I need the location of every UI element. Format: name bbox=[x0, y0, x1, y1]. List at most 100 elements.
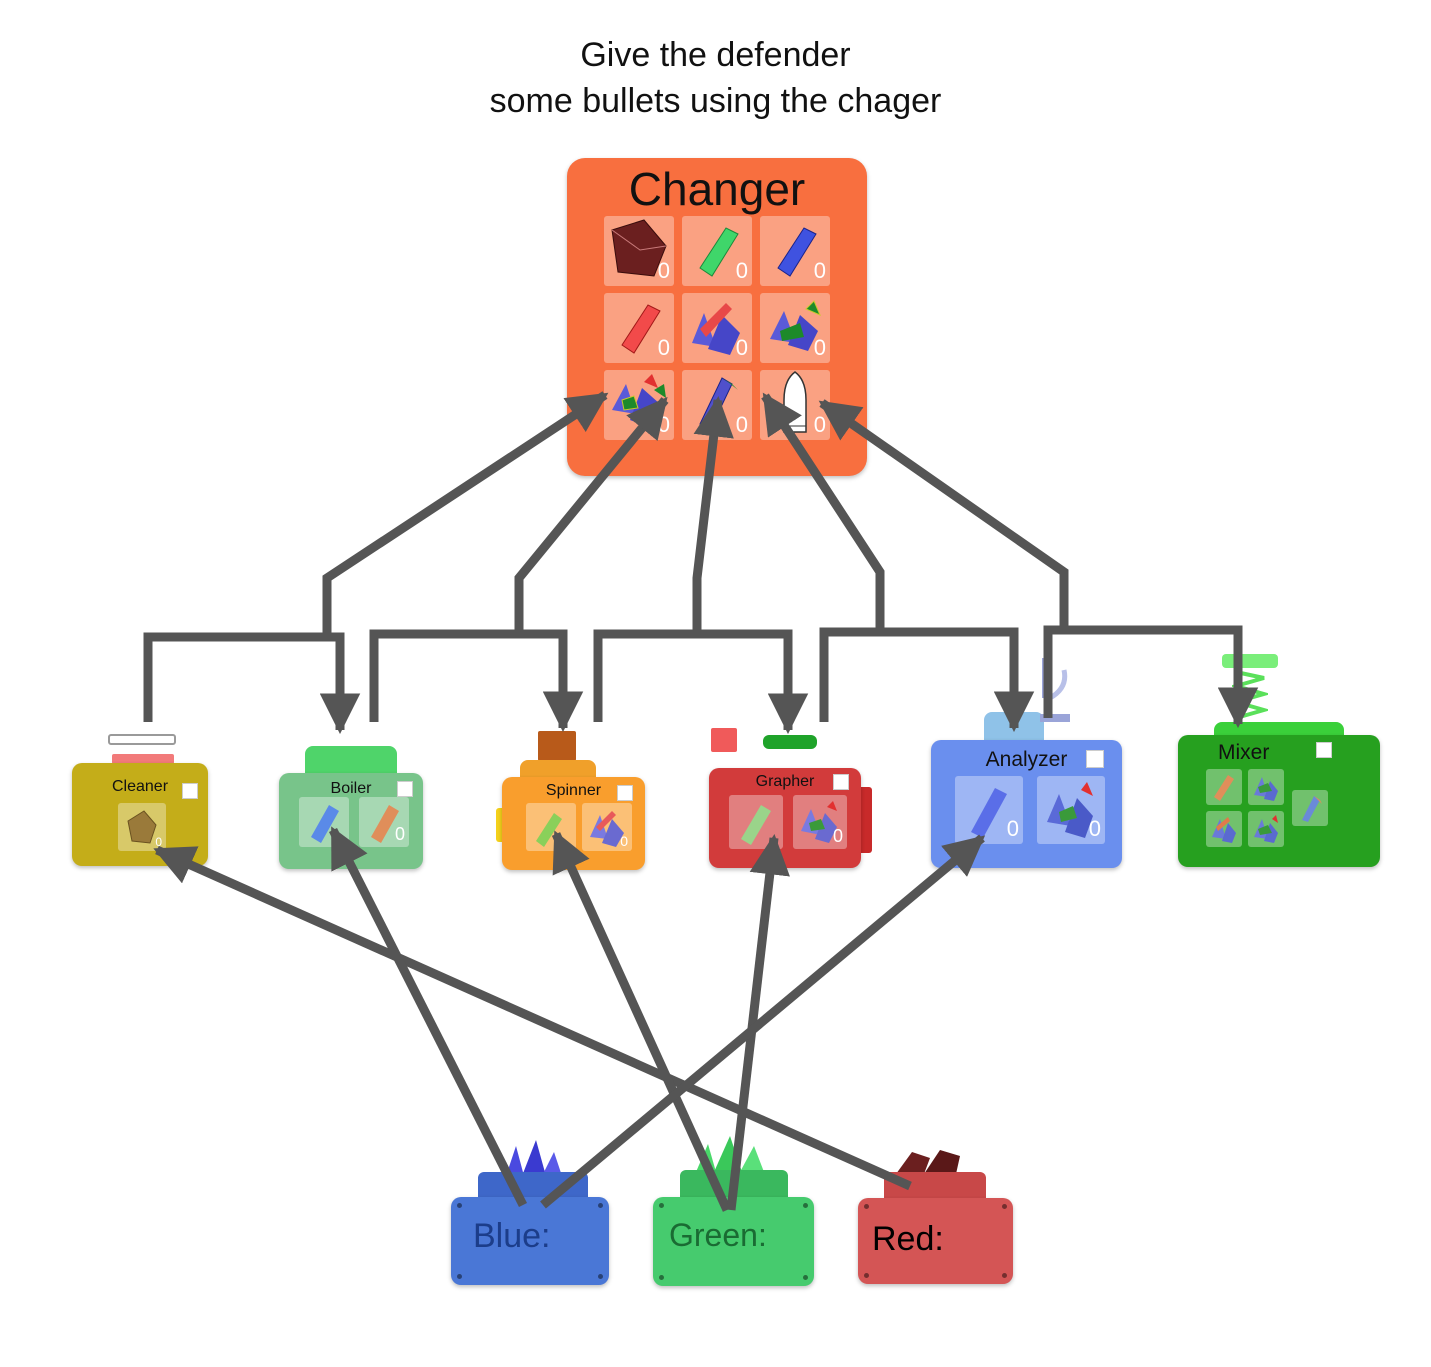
changer-machine[interactable]: Changer 0 0 0 0 0 0 0 bbox=[567, 158, 867, 476]
arrow-spinner-to-grapher bbox=[593, 629, 809, 735]
slot-count: 0 bbox=[394, 824, 405, 844]
slot-count: 0 bbox=[657, 335, 670, 360]
screw bbox=[598, 1274, 603, 1279]
red-blue-cluster-icon bbox=[692, 303, 740, 355]
brown-crystal-icon bbox=[127, 810, 157, 844]
cleaner-machine[interactable]: Cleaner 0 bbox=[72, 763, 208, 866]
cleaner-title: Cleaner bbox=[111, 778, 169, 795]
screw bbox=[1002, 1204, 1007, 1209]
green-crystal-icon bbox=[699, 227, 739, 277]
title-line-2: some bullets using the chager bbox=[489, 82, 942, 120]
boiler-slot-2[interactable]: 0 bbox=[359, 797, 409, 847]
mixer-top-decoration bbox=[1222, 654, 1278, 668]
analyzer-slot-2[interactable]: 0 bbox=[1037, 776, 1105, 844]
analyzer-top-decoration bbox=[984, 712, 1044, 740]
cleaner-top-decoration bbox=[112, 754, 174, 764]
changer-slot-1[interactable]: 0 bbox=[604, 216, 674, 286]
cleaner-slot[interactable]: 0 bbox=[118, 803, 166, 851]
title-line-1: Give the defender bbox=[580, 36, 851, 74]
changer-slot-2[interactable]: 0 bbox=[682, 216, 752, 286]
grapher-slot-1[interactable] bbox=[729, 795, 783, 849]
analyzer-machine[interactable]: Analyzer 0 0 bbox=[931, 740, 1122, 868]
slot-count: 0 bbox=[813, 258, 826, 283]
boiler-checkbox[interactable] bbox=[397, 781, 413, 797]
changer-slot-4[interactable]: 0 bbox=[604, 293, 674, 363]
arrow-red-to-cleaner bbox=[153, 845, 912, 1191]
mixer-slot-3[interactable] bbox=[1206, 811, 1242, 847]
spinner-slot-1[interactable] bbox=[526, 803, 576, 851]
arrow-analyzer-to-mixer bbox=[1043, 625, 1259, 729]
slot-count: 0 bbox=[832, 826, 843, 846]
slot-count: 0 bbox=[1088, 816, 1101, 841]
grapher-slot-2[interactable]: 0 bbox=[793, 795, 847, 849]
red-source-label: Red: bbox=[872, 1220, 944, 1258]
screw bbox=[659, 1275, 664, 1280]
mixer-slot-1[interactable] bbox=[1206, 769, 1242, 805]
slot-count: 0 bbox=[657, 412, 670, 437]
spinner-slot-2[interactable]: 0 bbox=[582, 803, 632, 851]
spinner-top-decoration bbox=[520, 760, 596, 782]
red-crystal-icon bbox=[621, 304, 661, 354]
slot-count: 0 bbox=[735, 412, 748, 437]
slot-count: 0 bbox=[813, 412, 826, 437]
red-source[interactable]: Red: bbox=[858, 1198, 1013, 1284]
blue-orange-crystal-icon bbox=[1302, 796, 1322, 822]
mixer-output-slot[interactable] bbox=[1292, 790, 1328, 826]
cleaner-checkbox[interactable] bbox=[182, 783, 198, 799]
slot-count: 0 bbox=[620, 833, 628, 849]
changer-slot-8[interactable]: 0 bbox=[682, 370, 752, 440]
slot-count: 0 bbox=[155, 835, 162, 849]
spinner-checkbox[interactable] bbox=[617, 785, 633, 801]
screw bbox=[457, 1274, 462, 1279]
screw bbox=[659, 1203, 664, 1208]
green-source-top bbox=[680, 1170, 788, 1200]
green-source[interactable]: Green: bbox=[653, 1197, 814, 1286]
blue-crystal-icon bbox=[971, 788, 1007, 838]
analyzer-title: Analyzer bbox=[985, 748, 1068, 771]
cleaner-top-decoration bbox=[108, 734, 176, 745]
orange-crystal-icon bbox=[1214, 775, 1234, 801]
red-blue-cluster-icon bbox=[1212, 817, 1236, 843]
changer-title: Changer bbox=[628, 163, 806, 215]
mixer-slot-2[interactable] bbox=[1248, 769, 1284, 805]
analyzer-checkbox[interactable] bbox=[1086, 750, 1104, 768]
arrow-cleaner-to-boiler bbox=[143, 632, 361, 735]
mixer-title: Mixer bbox=[1218, 741, 1270, 764]
screw bbox=[803, 1203, 808, 1208]
screw bbox=[457, 1203, 462, 1208]
analyzer-slot-1[interactable]: 0 bbox=[955, 776, 1023, 844]
spring-icon bbox=[1228, 668, 1272, 724]
grapher-checkbox[interactable] bbox=[833, 774, 849, 790]
changer-slot-7[interactable]: 0 bbox=[604, 370, 674, 440]
boiler-title: Boiler bbox=[330, 780, 372, 797]
arrow-to-changer-1 bbox=[322, 391, 609, 637]
spinner-machine[interactable]: Spinner 0 bbox=[502, 777, 645, 870]
changer-slot-6[interactable]: 0 bbox=[760, 293, 830, 363]
mixer-machine[interactable]: Mixer bbox=[1178, 735, 1380, 867]
mixer-slot-4[interactable] bbox=[1248, 811, 1284, 847]
red-source-top bbox=[884, 1172, 986, 1200]
mixer-checkbox[interactable] bbox=[1316, 742, 1332, 758]
changer-slot-3[interactable]: 0 bbox=[760, 216, 830, 286]
boiler-top-decoration bbox=[305, 746, 397, 774]
blue-crystal-icon bbox=[311, 805, 339, 843]
slot-count: 0 bbox=[735, 258, 748, 283]
green-crystal-icon bbox=[536, 813, 562, 847]
slot-count: 0 bbox=[735, 335, 748, 360]
blue-source[interactable]: Blue: bbox=[451, 1197, 609, 1285]
boiler-slot-1[interactable] bbox=[299, 797, 349, 847]
screw bbox=[803, 1275, 808, 1280]
arrow-blue-to-boiler bbox=[328, 826, 528, 1208]
grapher-machine[interactable]: Grapher 0 bbox=[709, 768, 861, 868]
blue-green-cluster-icon bbox=[770, 300, 821, 351]
grapher-top-decoration bbox=[763, 735, 817, 749]
dark-red-crystal-icon bbox=[611, 219, 667, 277]
green-crystals-icon bbox=[690, 1134, 782, 1174]
slot-count: 0 bbox=[813, 335, 826, 360]
spinner-top-decoration bbox=[538, 731, 576, 761]
changer-slot-5[interactable]: 0 bbox=[682, 293, 752, 363]
spinner-title: Spinner bbox=[545, 782, 602, 799]
boiler-machine[interactable]: Boiler 0 bbox=[279, 773, 423, 869]
changer-slot-9[interactable]: 0 bbox=[760, 370, 830, 440]
